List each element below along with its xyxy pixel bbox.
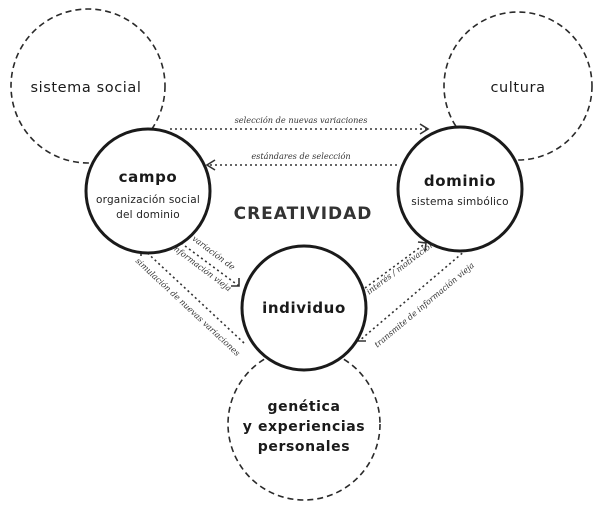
individuo-circle xyxy=(240,244,368,372)
cultura-circle xyxy=(443,11,593,161)
arrow-label-interes: interés / motivación xyxy=(364,239,436,297)
dominio-title: dominio xyxy=(424,172,496,190)
individuo-label: individuo xyxy=(262,299,346,317)
arrow-seleccion-head xyxy=(419,123,430,135)
arrow-interes-head xyxy=(417,241,427,252)
genetica-line-2: y experiencias xyxy=(243,419,366,435)
sistema-social-label: sistema social xyxy=(30,80,141,96)
campo-line-1: organización social xyxy=(96,194,200,206)
arrow-transmite-line xyxy=(358,249,467,342)
creatividad-label: CREATIVIDAD xyxy=(234,204,373,224)
genetica-circle xyxy=(227,347,381,501)
arrow-variacion-line xyxy=(180,242,240,287)
campo-title: campo xyxy=(119,168,178,186)
campo-line-2: del dominio xyxy=(116,209,180,221)
genetica-line-1: genética xyxy=(267,399,340,415)
genetica-line-3: personales xyxy=(258,439,350,455)
arrow-label-estandares: estándares de selección xyxy=(251,151,350,161)
arrow-estandares-head xyxy=(205,159,216,171)
arrows-layer xyxy=(140,123,467,344)
dominio-circle xyxy=(396,125,524,253)
arrow-label-simulacion: simulación de nuevas variaciones xyxy=(134,256,243,358)
arrow-label-seleccion: selección de nuevas variaciones xyxy=(235,115,368,125)
cultura-label: cultura xyxy=(490,80,545,96)
dominio-subtitle: sistema simbólico xyxy=(411,196,509,208)
arrow-simulacion-line xyxy=(141,247,245,344)
campo-circle xyxy=(84,127,212,255)
sistema-social-circle xyxy=(10,8,166,164)
arrow-variacion-head xyxy=(231,278,240,287)
